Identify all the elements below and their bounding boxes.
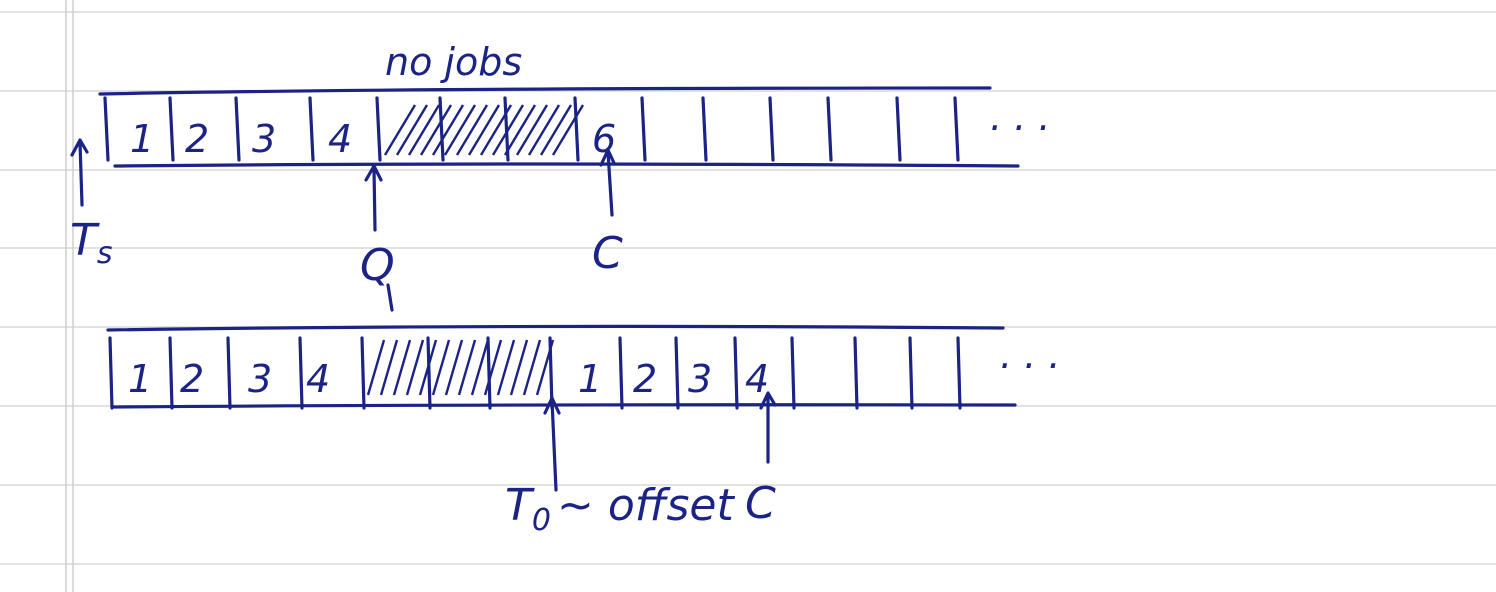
hatch-stroke — [527, 104, 561, 156]
bottom-cell-divider — [618, 336, 624, 410]
c-bottom-arrow-icon — [759, 391, 777, 464]
ts-label: Ts — [70, 215, 113, 271]
no-jobs-label: no jobs — [385, 40, 522, 84]
hatch-stroke — [444, 339, 464, 396]
top-cell-divider — [103, 96, 110, 162]
bottom-cell-divider — [674, 336, 680, 410]
top-cell-divider — [701, 96, 708, 162]
hatch-stroke — [479, 104, 513, 156]
hatch-stroke — [431, 104, 465, 156]
q-arrow-icon — [364, 164, 383, 232]
bottom-cell-divider — [226, 336, 232, 410]
hatch-stroke — [539, 104, 573, 156]
c-top-arrow-icon — [599, 148, 616, 217]
hatch-stroke — [457, 339, 477, 396]
hatch-stroke — [491, 104, 525, 156]
hatch-stroke — [551, 104, 585, 156]
bottom-cell-divider — [426, 336, 432, 410]
top-cell-divider — [438, 96, 445, 162]
top-timeline: 1 2 3 4 6 . . . — [98, 86, 1050, 168]
hatch-stroke — [467, 104, 501, 156]
hatch-stroke — [470, 339, 490, 396]
bottom-cell-divider — [956, 336, 962, 410]
top-ellipsis: . . . — [990, 95, 1050, 139]
bottom-cell-3b: 3 — [688, 357, 712, 401]
bottom-ellipsis: . . . — [1000, 333, 1060, 377]
hatch-stroke — [407, 104, 441, 156]
hatch-stroke — [419, 104, 453, 156]
top-cell-4: 4 — [328, 117, 352, 161]
bottom-cell-divider — [733, 336, 739, 410]
ts-arrow-icon — [70, 138, 89, 207]
arrows — [70, 138, 777, 492]
hatch-stroke — [395, 104, 429, 156]
top-cell-divider — [640, 96, 647, 162]
hatch-stroke — [418, 339, 438, 396]
top-cell-divider — [768, 96, 775, 162]
t0-label: T0~ offset — [505, 480, 736, 538]
c-top-label: C — [592, 228, 623, 279]
bottom-cell-divider — [168, 336, 174, 410]
hatch-stroke — [535, 339, 555, 396]
top-cell-2: 2 — [185, 117, 209, 161]
top-hatched-region — [383, 104, 585, 156]
hatch-stroke — [379, 339, 399, 396]
hatch-stroke — [392, 339, 412, 396]
top-cell-divider — [375, 96, 382, 162]
bottom-cell-2b: 2 — [633, 357, 657, 401]
hatch-stroke — [515, 104, 549, 156]
bottom-cell-1b: 1 — [578, 357, 602, 401]
hatch-stroke — [455, 104, 489, 156]
bottom-cell-divider — [853, 336, 859, 410]
hatch-stroke — [431, 339, 451, 396]
bottom-cell-divider — [908, 336, 914, 410]
top-cell-6: 6 — [592, 117, 616, 161]
hatch-stroke — [383, 104, 417, 156]
bottom-cell-2: 2 — [180, 357, 204, 401]
hatch-stroke — [483, 339, 503, 396]
t0-arrow-icon — [543, 396, 561, 492]
top-cell-3: 3 — [252, 117, 276, 161]
bottom-cell-4b: 4 — [745, 357, 769, 401]
bottom-cell-divider — [790, 336, 796, 410]
hatch-stroke — [405, 339, 425, 396]
top-cell-divider — [895, 96, 902, 162]
q-label: Q — [360, 240, 395, 291]
hatch-stroke — [522, 339, 542, 396]
hatch-stroke — [509, 339, 529, 396]
top-cell-divider — [234, 96, 241, 162]
bottom-cell-4: 4 — [306, 357, 330, 401]
bottom-cell-divider — [298, 336, 304, 410]
top-cell-divider — [826, 96, 833, 162]
bottom-timeline: 1 2 3 4 1 2 3 4 . . . — [106, 324, 1060, 410]
hatch-stroke — [503, 104, 537, 156]
bottom-cell-divider — [108, 336, 114, 410]
bottom-cell-divider — [360, 336, 366, 410]
hatch-stroke — [366, 339, 386, 396]
top-cell-divider — [573, 96, 580, 162]
top-cell-divider — [953, 96, 960, 162]
bottom-cell-1: 1 — [128, 357, 152, 401]
bottom-cell-divider — [486, 336, 492, 410]
c-bottom-label: C — [745, 478, 776, 529]
top-cell-divider — [168, 96, 175, 162]
top-cell-divider — [308, 96, 315, 162]
bottom-cell-3: 3 — [248, 357, 272, 401]
hatch-stroke — [443, 104, 477, 156]
top-cell-1: 1 — [130, 117, 154, 161]
hatch-stroke — [496, 339, 516, 396]
